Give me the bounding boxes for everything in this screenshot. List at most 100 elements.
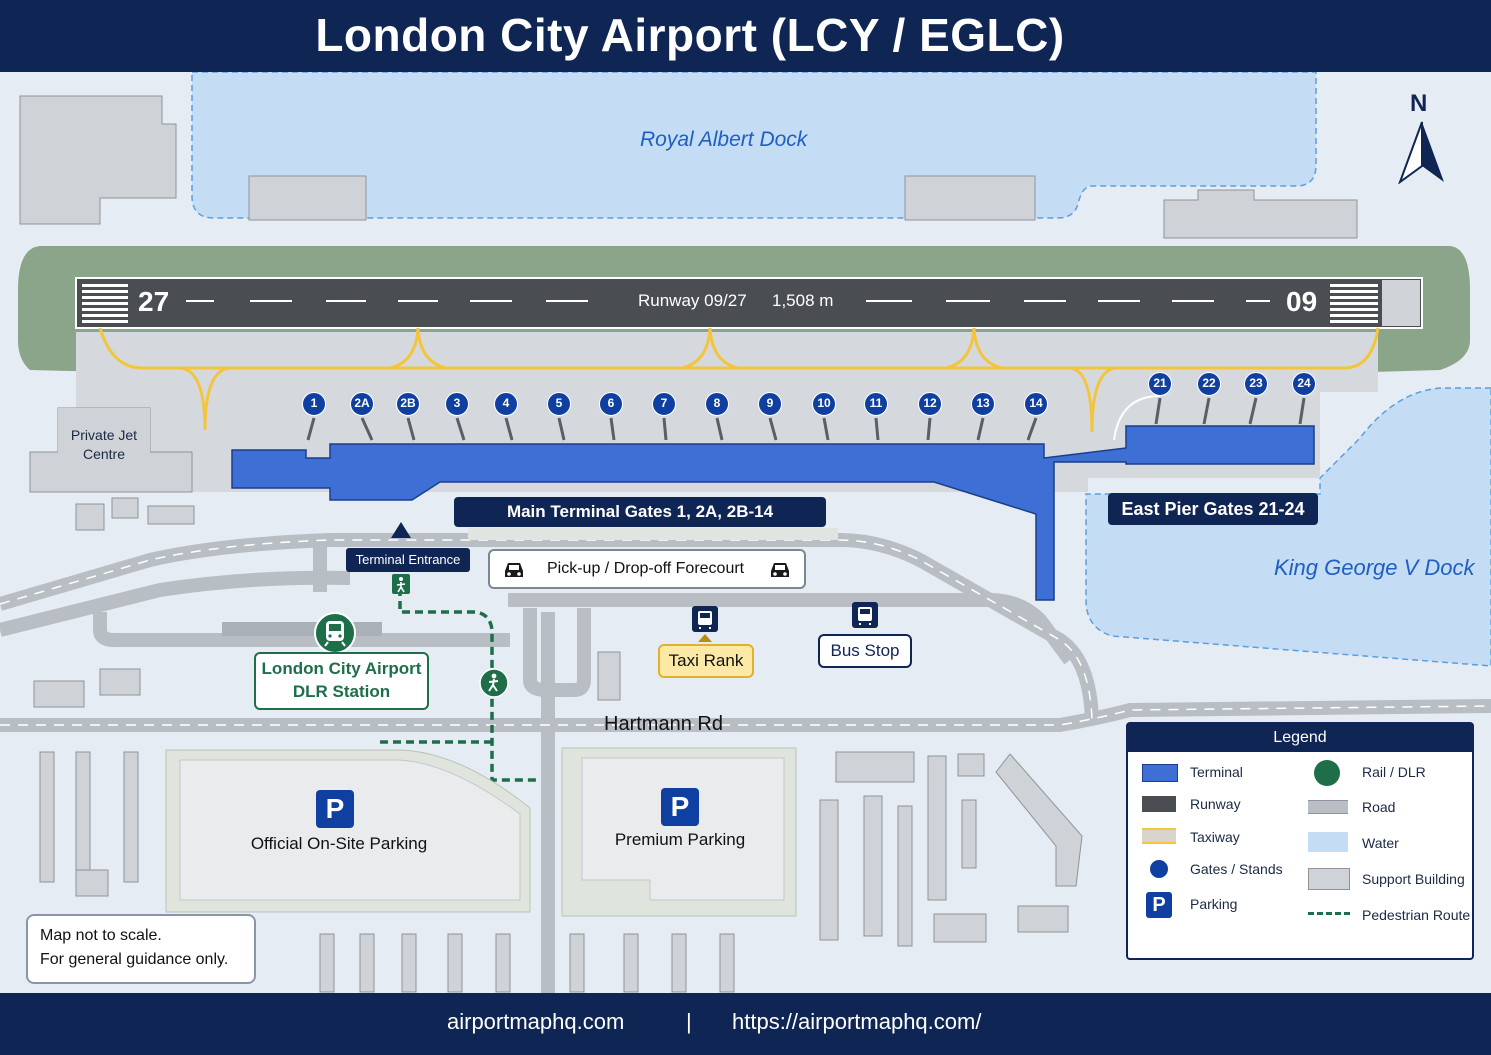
premium-parking-lot bbox=[581, 757, 785, 901]
dlr-station-box bbox=[254, 652, 429, 710]
disclaimer-line-2: For general guidance only. bbox=[40, 951, 229, 968]
gate-marker-13: 13 bbox=[971, 392, 995, 416]
terminal-entrance-label: Terminal Entrance bbox=[346, 548, 470, 572]
legend-water: Water bbox=[1362, 835, 1399, 851]
private-jet-building-top bbox=[58, 408, 150, 484]
parking-bays bbox=[39, 751, 735, 993]
gate-marker-7: 7 bbox=[652, 392, 676, 416]
official-parking-label: Official On-Site Parking bbox=[250, 834, 428, 853]
taxi-rank-label: Taxi Rank bbox=[658, 644, 754, 678]
east-apron-marking bbox=[1113, 395, 1161, 441]
entrance-marker-icon bbox=[391, 522, 411, 538]
premium-parking-label: Premium Parking bbox=[614, 830, 746, 849]
legend-terminal-swatch bbox=[1142, 764, 1178, 782]
runway-threshold-west bbox=[82, 284, 128, 323]
dlr-station-label-line1: London City Airport bbox=[261, 659, 422, 678]
gate-marker-4: 4 bbox=[494, 392, 518, 416]
forecourt-label: Pick-up / Drop-off Forecourt bbox=[547, 560, 745, 577]
gate-marker-2A: 2A bbox=[350, 392, 374, 416]
pedestrian-icon bbox=[479, 668, 509, 698]
dlr-train-icon bbox=[314, 612, 356, 654]
royal-albert-dock-label: Royal Albert Dock bbox=[640, 128, 808, 151]
gate-marker-14: 14 bbox=[1024, 392, 1048, 416]
support-building-small bbox=[147, 505, 195, 525]
header-bar bbox=[0, 0, 1491, 72]
footer-separator: | bbox=[686, 1009, 692, 1034]
gate-marker-12: 12 bbox=[918, 392, 942, 416]
legend-gates: Gates / Stands bbox=[1190, 861, 1283, 877]
runway-length-label: 1,508 m bbox=[772, 291, 834, 310]
legend-road: Road bbox=[1362, 799, 1396, 815]
support-building-north-1 bbox=[248, 175, 367, 221]
legend-parking: Parking bbox=[1190, 896, 1238, 912]
disclaimer-line-1: Map not to scale. bbox=[40, 927, 162, 944]
support-building-nw bbox=[19, 95, 177, 225]
pedestrian-route bbox=[376, 588, 540, 782]
car-icon bbox=[505, 563, 523, 577]
legend-terminal: Terminal bbox=[1190, 764, 1243, 780]
legend-runway: Runway bbox=[1190, 796, 1241, 812]
official-parking-lot bbox=[179, 759, 521, 901]
gate-marker-8: 8 bbox=[705, 392, 729, 416]
gate-marker-5: 5 bbox=[547, 392, 571, 416]
main-terminal-label: Main Terminal Gates 1, 2A, 2B-14 bbox=[454, 497, 826, 527]
footer-bar: airportmaphq.com | https://airportmaphq.… bbox=[0, 993, 1491, 1055]
runway-designator-09: 09 bbox=[1286, 286, 1318, 317]
taxi-marker-icon bbox=[698, 634, 712, 642]
taxi-bus-icon bbox=[692, 606, 718, 632]
runway-overrun-east bbox=[1382, 280, 1420, 326]
car-icon bbox=[771, 563, 789, 577]
legend-gate-swatch bbox=[1150, 860, 1168, 878]
legend-title: Legend bbox=[1128, 724, 1472, 752]
legend-panel: Legend Terminal Runway Taxiway Gates / S… bbox=[1126, 722, 1474, 960]
legend-rail-swatch bbox=[1314, 760, 1340, 786]
footer-url[interactable]: https://airportmaphq.com/ bbox=[732, 1009, 982, 1034]
official-parking-icon: P bbox=[316, 790, 354, 828]
page-title: London City Airport (LCY / EGLC) bbox=[315, 9, 1065, 61]
runway-surface bbox=[75, 277, 1423, 329]
gate-marker-11: 11 bbox=[864, 392, 888, 416]
east-pier-label: East Pier Gates 21-24 bbox=[1108, 493, 1318, 525]
support-building-north-2 bbox=[904, 175, 1036, 221]
support-building-small bbox=[111, 497, 139, 519]
runway-designator-27: 27 bbox=[138, 286, 170, 317]
forecourt-canopy bbox=[468, 528, 838, 540]
gate-marker-3: 3 bbox=[445, 392, 469, 416]
gate-marker-1: 1 bbox=[302, 392, 326, 416]
legend-pedestrian: Pedestrian Route bbox=[1362, 907, 1471, 923]
legend-taxiway: Taxiway bbox=[1190, 829, 1240, 845]
station-platform bbox=[222, 622, 382, 636]
hartmann-road-label: Hartmann Rd bbox=[604, 713, 723, 735]
legend-building-swatch bbox=[1308, 868, 1350, 890]
premium-parking-icon: P bbox=[661, 788, 699, 826]
bus-stop-label: Bus Stop bbox=[818, 634, 912, 668]
taxiway bbox=[98, 327, 1380, 433]
forecourt-box bbox=[488, 549, 806, 589]
disclaimer-note: Map not to scale. For general guidance o… bbox=[26, 914, 256, 984]
legend-pedestrian-swatch bbox=[1308, 912, 1350, 915]
king-george-v-dock-label: King George V Dock bbox=[1274, 555, 1475, 580]
private-jet-centre-label: Private Jet Centre bbox=[70, 427, 138, 462]
jet-bridges bbox=[306, 397, 1306, 441]
legend-building: Support Building bbox=[1362, 871, 1465, 887]
main-terminal-building bbox=[231, 425, 1315, 601]
gate-marker-2B: 2B bbox=[396, 392, 420, 416]
gate-marker-9: 9 bbox=[758, 392, 782, 416]
support-building-north-3 bbox=[1163, 189, 1358, 239]
road-markings bbox=[0, 539, 1491, 726]
gate-marker-24: 24 bbox=[1292, 372, 1316, 396]
support-building-small bbox=[75, 503, 105, 531]
legend-parking-swatch: P bbox=[1146, 892, 1172, 918]
pedestrian-sign-icon bbox=[392, 574, 410, 594]
gate-marker-10: 10 bbox=[812, 392, 836, 416]
runway-name-label: Runway 09/27 bbox=[638, 291, 747, 310]
footer-site[interactable]: airportmaphq.com bbox=[447, 1009, 625, 1034]
north-label: N bbox=[1410, 90, 1428, 117]
legend-taxiway-swatch bbox=[1142, 828, 1176, 844]
gate-marker-23: 23 bbox=[1244, 372, 1268, 396]
legend-rail: Rail / DLR bbox=[1362, 764, 1426, 780]
compass-arrow-icon bbox=[1398, 121, 1444, 184]
bus-icon bbox=[852, 602, 878, 628]
legend-runway-swatch bbox=[1142, 796, 1176, 812]
